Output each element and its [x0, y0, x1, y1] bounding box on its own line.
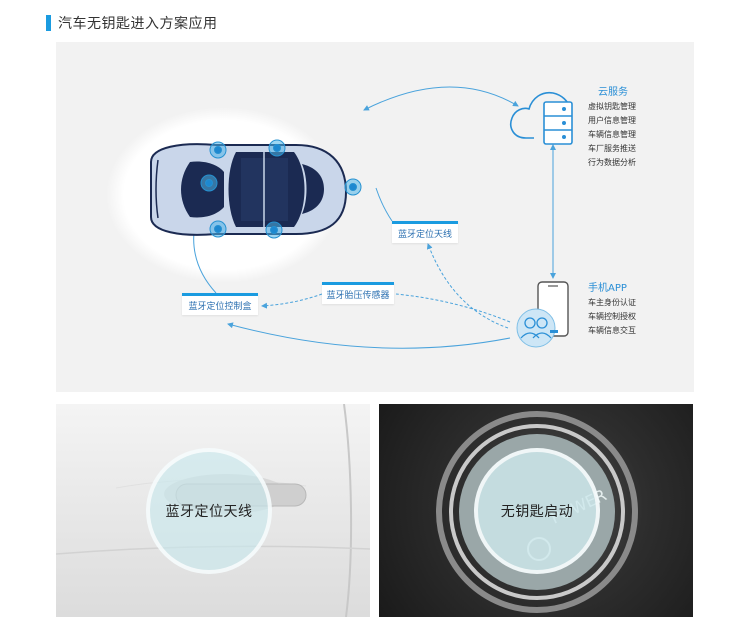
mobile-app-title: 手机APP — [588, 283, 627, 294]
tire-controller-link — [261, 293, 323, 309]
phone-app-icon — [516, 281, 569, 348]
users-icon — [516, 308, 556, 348]
antenna-label: 蓝牙定位天线 — [392, 221, 458, 243]
cloud-item: 虚拟钥匙管理 — [588, 102, 636, 111]
start-button-photo: POWER 无钥匙启动 — [379, 404, 693, 617]
cloud-item: 车厂服务推送 — [588, 144, 636, 153]
cloud-server-icon — [510, 91, 573, 145]
cloud-item: 行为数据分析 — [588, 158, 636, 167]
app-tire-link — [395, 293, 511, 323]
cloud-item: 车辆信息管理 — [588, 130, 636, 139]
keyless-start-badge: 无钥匙启动 — [474, 448, 600, 574]
section-title-text: 汽车无钥匙进入方案应用 — [58, 16, 218, 32]
app-item: 车辆信息交互 — [588, 326, 636, 335]
title-accent-bar — [46, 15, 51, 31]
keyless-start-text: 无钥匙启动 — [500, 504, 574, 520]
mobile-app-info: 手机APP 车主身份认证 车辆控制授权 车辆信息交互 — [588, 282, 636, 338]
cloud-service-title: 云服务 — [598, 87, 628, 98]
app-controller-link — [227, 322, 511, 349]
door-antenna-text: 蓝牙定位天线 — [165, 504, 253, 520]
door-handle-photo: 蓝牙定位天线 — [56, 404, 370, 617]
solution-diagram: 蓝牙定位天线 蓝牙定位控制盒 蓝牙胎压传感器 云服务 虚拟钥匙管理 用户信息管理… — [56, 42, 694, 392]
tire-sensor-label: 蓝牙胎压传感器 — [322, 282, 394, 304]
app-item: 车主身份认证 — [588, 298, 636, 307]
app-item: 车辆控制授权 — [588, 312, 636, 321]
app-antenna-link — [426, 243, 509, 329]
cloud-item: 用户信息管理 — [588, 116, 636, 125]
antenna-sensor-line — [375, 187, 393, 222]
door-antenna-badge: 蓝牙定位天线 — [146, 448, 272, 574]
section-title: 汽车无钥匙进入方案应用 — [46, 14, 218, 32]
cloud-service-info: 云服务 虚拟钥匙管理 用户信息管理 车辆信息管理 车厂服务推送 行为数据分析 — [588, 86, 636, 170]
cloud-car-link — [363, 86, 519, 111]
diagram-graphics — [106, 86, 573, 349]
controller-label: 蓝牙定位控制盒 — [182, 293, 258, 315]
sensor-dots — [200, 139, 362, 239]
car-illustration — [150, 143, 348, 236]
